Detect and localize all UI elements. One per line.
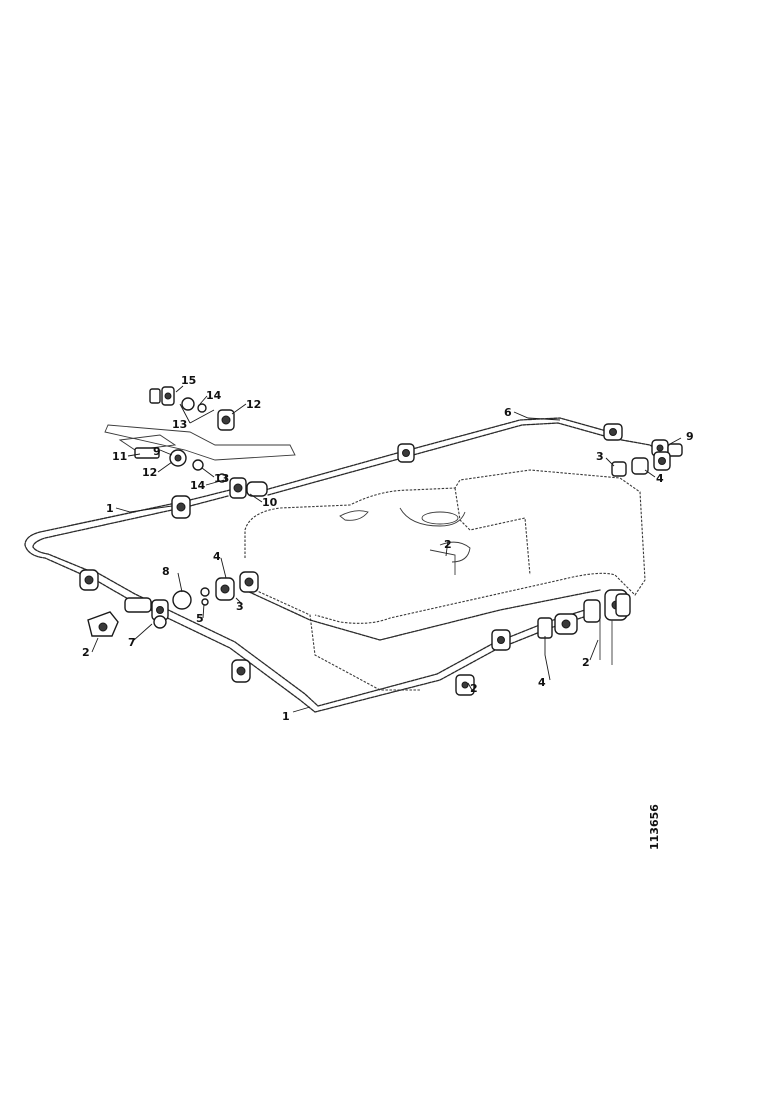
callout-13: 13 xyxy=(214,472,229,485)
union-10 xyxy=(229,477,268,499)
fitting-group xyxy=(79,386,683,696)
callout-labels: 15 14 12 13 11 9 12 13 14 10 1 4 8 5 3 2… xyxy=(82,374,694,723)
callout-2: 2 xyxy=(82,646,90,659)
leader-lines xyxy=(91,385,682,713)
callout-12: 12 xyxy=(142,466,157,479)
fuel-tank xyxy=(244,469,646,691)
callout-9: 9 xyxy=(686,430,694,443)
union-upper-mid xyxy=(397,443,415,463)
union-lower-left xyxy=(231,659,251,683)
callout-15: 15 xyxy=(181,374,196,387)
washer-14a xyxy=(181,397,207,413)
callout-2: 2 xyxy=(582,656,590,669)
callout-9: 9 xyxy=(153,445,161,458)
callout-3: 3 xyxy=(596,450,604,463)
callout-14: 14 xyxy=(190,479,206,492)
bracket-upper xyxy=(104,424,296,461)
callout-5: 5 xyxy=(196,612,204,625)
callout-14: 14 xyxy=(206,389,222,402)
callout-4: 4 xyxy=(213,550,221,563)
union-4b xyxy=(537,613,578,639)
union-2a xyxy=(87,611,119,637)
callout-4: 4 xyxy=(538,676,546,689)
union-15 xyxy=(149,386,175,406)
callout-11: 11 xyxy=(112,450,127,463)
union-8-5-3 xyxy=(172,571,259,610)
union-7 xyxy=(124,597,169,629)
callout-3: 3 xyxy=(236,600,244,613)
union-left-bend xyxy=(79,569,99,591)
nut-12a xyxy=(217,409,235,431)
main-fuel-line xyxy=(24,489,601,713)
union-lower-mid xyxy=(491,629,511,651)
callout-4: 4 xyxy=(656,472,664,485)
callout-1: 1 xyxy=(106,502,114,515)
callout-13: 13 xyxy=(172,418,187,431)
callout-2: 2 xyxy=(470,682,478,695)
callout-12: 12 xyxy=(246,398,261,411)
callout-2: 2 xyxy=(444,538,452,551)
document-number: 113656 xyxy=(648,804,661,850)
callout-6: 6 xyxy=(504,406,512,419)
callout-1: 1 xyxy=(282,710,290,723)
callout-10: 10 xyxy=(262,496,278,509)
union-6 xyxy=(455,674,475,696)
union-11 xyxy=(134,447,187,467)
union-tank-rear xyxy=(599,593,631,665)
washer-13b xyxy=(192,459,227,483)
callout-7: 7 xyxy=(128,636,136,649)
callout-8: 8 xyxy=(162,565,170,578)
union-right-3b xyxy=(611,451,671,477)
union-1a xyxy=(171,495,191,519)
union-upper-right xyxy=(603,423,683,457)
